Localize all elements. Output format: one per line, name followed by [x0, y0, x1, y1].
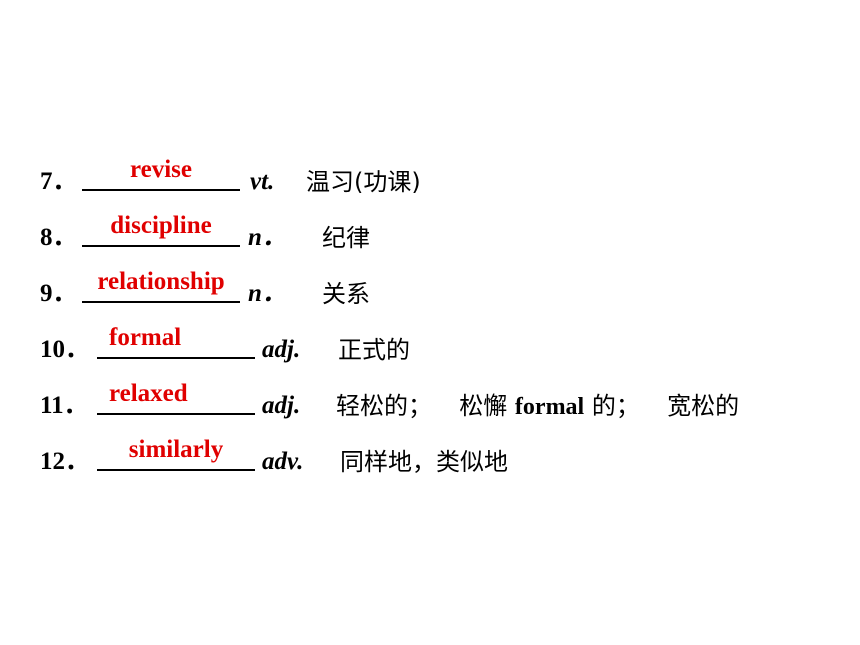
answer-blank: discipline: [82, 213, 240, 247]
part-of-speech: vt.: [250, 168, 275, 195]
answer-blank: similarly: [97, 437, 255, 471]
meaning-part: 轻松的；: [336, 392, 432, 420]
vocab-row-9: 9． relationship n． 关系: [40, 267, 840, 309]
vocab-row-8: 8． discipline n． 纪律: [40, 211, 840, 253]
item-number: 12．: [40, 448, 91, 475]
meaning-part: 的；: [591, 392, 640, 420]
answer-blank: formal: [97, 325, 255, 359]
item-number: 11．: [40, 392, 89, 419]
answer-blank: relationship: [82, 269, 240, 303]
answer-blank: revise: [82, 157, 240, 191]
chinese-meaning: 关系: [322, 280, 370, 308]
answer-text: similarly: [128, 436, 224, 463]
item-number: 10．: [40, 336, 91, 363]
part-of-speech: adv.: [262, 448, 304, 475]
answer-text: discipline: [110, 212, 212, 239]
answer-blank: relaxed: [97, 381, 255, 415]
part-of-speech: adj.: [262, 392, 301, 419]
chinese-meaning: 纪律: [322, 224, 370, 252]
vocab-row-12: 12． similarly adv. 同样地，类似地: [40, 435, 840, 477]
answer-text: formal: [109, 324, 182, 351]
part-of-speech: adj.: [262, 336, 301, 363]
chinese-meaning: 同样地，类似地: [340, 448, 508, 476]
chinese-meaning: 温习(功课): [306, 168, 421, 196]
answer-text: revise: [129, 156, 192, 183]
vocab-row-7: 7． revise vt. 温习(功课): [40, 155, 840, 197]
chinese-meaning: 轻松的； 松懈 formal 的； 宽松的: [336, 391, 739, 422]
answer-text: relaxed: [109, 380, 188, 407]
item-number: 9．: [40, 280, 78, 307]
answer-text: relationship: [97, 268, 225, 295]
meaning-english-word: formal: [514, 394, 585, 420]
vocab-row-11: 11． relaxed adj. 轻松的； 松懈 formal 的； 宽松的: [40, 379, 840, 422]
item-number: 8．: [40, 224, 78, 251]
chinese-meaning: 正式的: [338, 336, 410, 364]
part-of-speech: n．: [248, 224, 287, 251]
item-number: 7．: [40, 168, 78, 195]
meaning-part: 宽松的: [667, 392, 740, 420]
vocab-row-10: 10． formal adj. 正式的: [40, 323, 840, 365]
meaning-part: 松懈: [459, 392, 508, 420]
part-of-speech: n．: [248, 280, 287, 307]
